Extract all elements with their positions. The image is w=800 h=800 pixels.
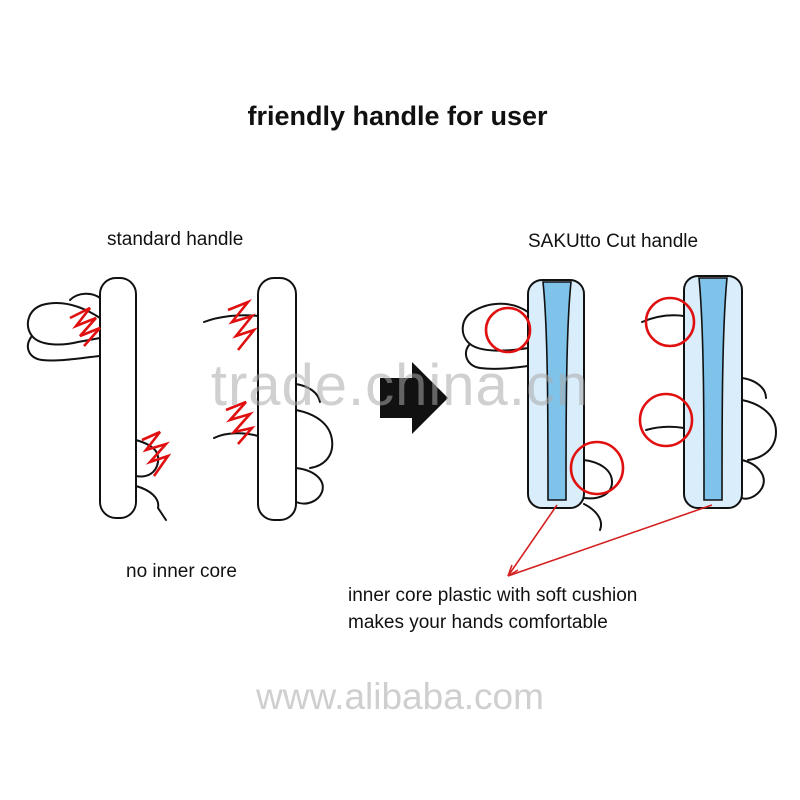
inner-core-pointer-lines (507, 504, 713, 577)
pain-marks-standard-right (225, 298, 258, 445)
label-sakutto-handle: SAKUtto Cut handle (528, 231, 699, 252)
label-inner-core-line2: makes your hands comfortable (348, 612, 608, 633)
sakutto-handle-right (638, 275, 778, 509)
label-inner-core-line1: inner core plastic with soft cushion (348, 585, 638, 606)
label-standard-handle: standard handle (107, 229, 244, 250)
watermark-alibaba: www.alibaba.com (256, 676, 544, 717)
standard-handle-right (203, 277, 334, 521)
sakutto-handle-left (461, 279, 625, 531)
label-no-inner-core: no inner core (126, 561, 237, 582)
diagram-title: friendly handle for user (247, 101, 548, 131)
right-arrow-icon (380, 362, 448, 434)
pain-marks-standard-left (69, 306, 172, 477)
watermark-trade-china: trade.china.cn (210, 353, 590, 418)
standard-handle-left (26, 277, 167, 521)
